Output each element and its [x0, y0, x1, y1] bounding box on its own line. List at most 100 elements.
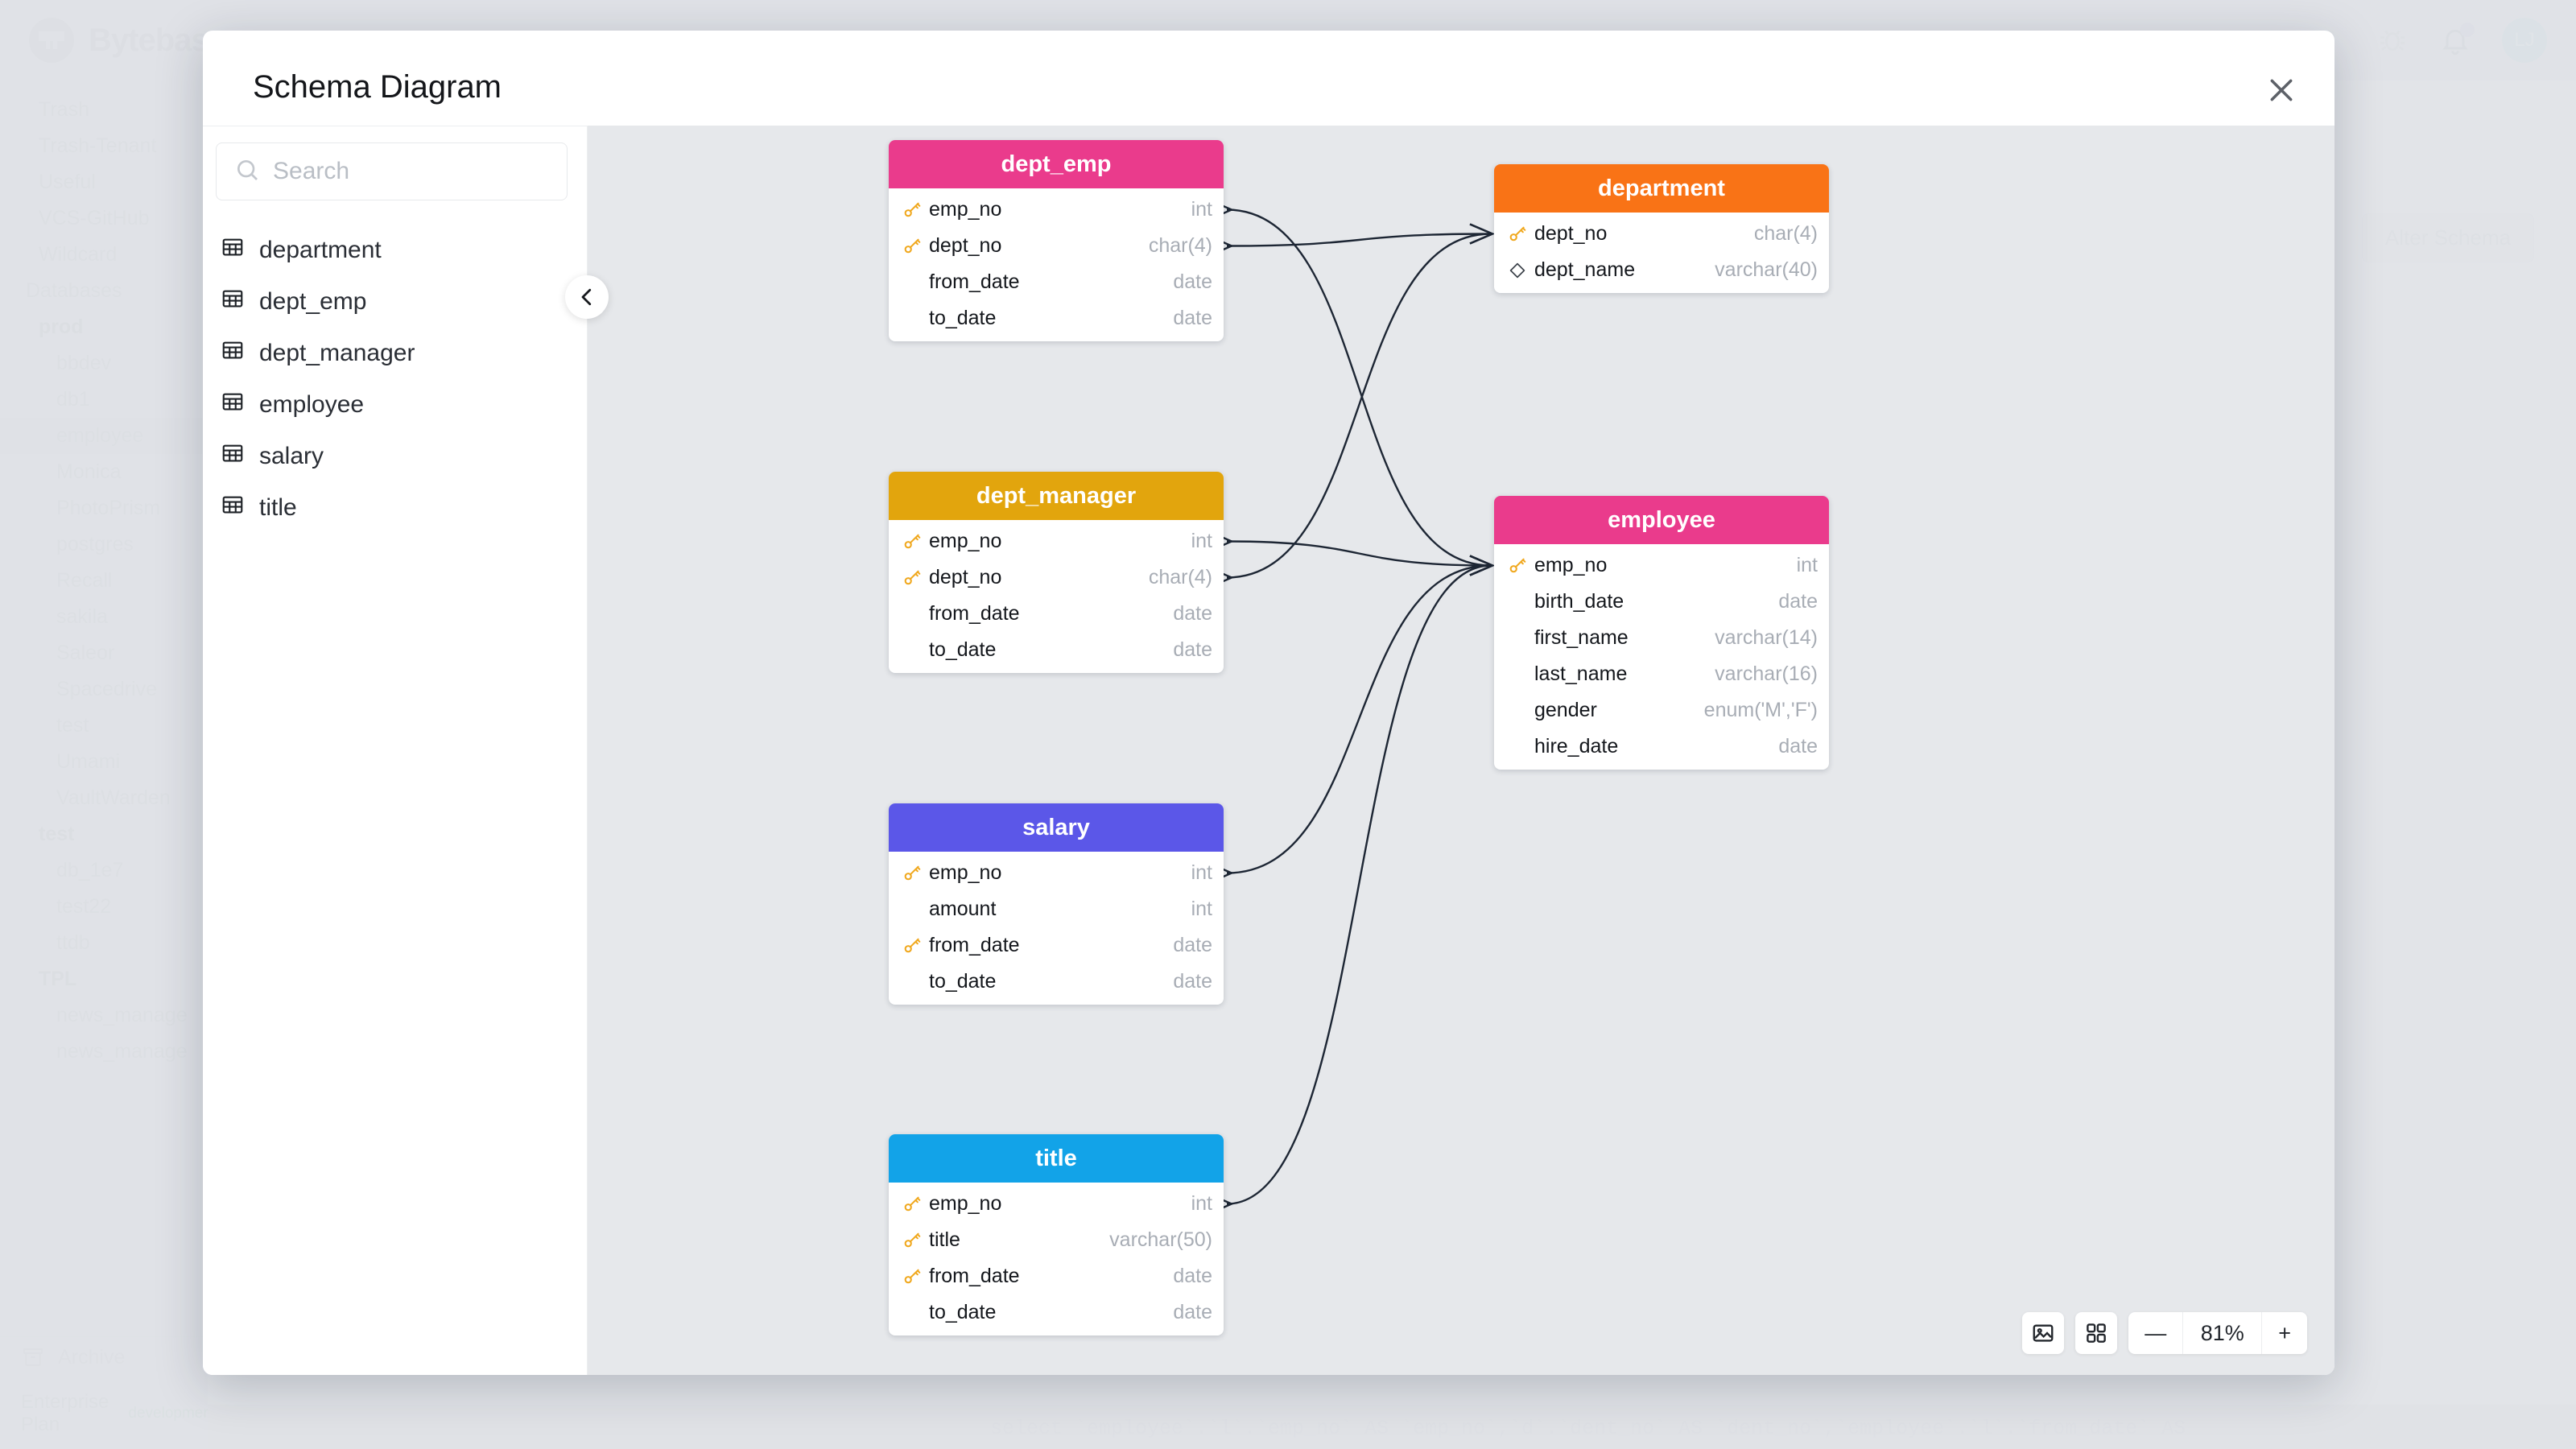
primary-key-icon [900, 1230, 924, 1251]
column-type: int [1191, 1192, 1212, 1215]
column-row[interactable]: emp_no int [889, 855, 1224, 891]
column-name: title [929, 1228, 960, 1251]
column-type: int [1796, 554, 1818, 576]
search-input[interactable] [273, 158, 549, 185]
list-item[interactable]: dept_emp [203, 276, 587, 328]
column-name: to_date [929, 1301, 997, 1323]
column-row[interactable]: title varchar(50) [889, 1222, 1224, 1258]
relationship-edge [1226, 564, 1492, 874]
table-name: dept_emp [259, 288, 367, 315]
column-name: dept_no [1534, 222, 1608, 245]
zoom-in-button[interactable]: + [2261, 1312, 2307, 1354]
column-type: int [1191, 898, 1212, 920]
column-type: char(4) [1148, 234, 1212, 257]
column-row[interactable]: dept_no char(4) [1494, 216, 1829, 252]
list-item[interactable]: employee [203, 379, 587, 431]
zoom-out-button[interactable]: — [2145, 1320, 2167, 1345]
relationship-edge [1226, 540, 1492, 567]
column-type: date [1173, 1265, 1212, 1287]
column-row[interactable]: to_date date [889, 964, 1224, 1000]
column-type: varchar(16) [1715, 663, 1818, 685]
table-name: department [259, 237, 382, 263]
primary-key-icon [1505, 555, 1530, 576]
close-icon[interactable] [2264, 72, 2299, 108]
column-name: to_date [929, 970, 997, 993]
index-key-icon [1505, 261, 1530, 280]
modal-body: departmentdept_empdept_manageremployeesa… [203, 126, 2334, 1375]
zoom-toolbar: — 81% + [2022, 1312, 2307, 1354]
primary-key-icon [900, 863, 924, 884]
column-name: from_date [929, 602, 1020, 625]
table-icon [221, 493, 245, 523]
column-row[interactable]: amount int [889, 891, 1224, 927]
column-type: varchar(50) [1109, 1228, 1212, 1251]
list-item[interactable]: salary [203, 431, 587, 482]
grid-layout-icon[interactable] [2075, 1312, 2118, 1354]
image-export-icon[interactable] [2022, 1312, 2065, 1354]
list-item[interactable]: title [203, 482, 587, 534]
column-name: dept_name [1534, 258, 1636, 281]
column-name: emp_no [929, 861, 1002, 884]
search-wrap [203, 126, 587, 205]
column-type: char(4) [1753, 222, 1818, 245]
relationship-edge [1226, 233, 1492, 579]
search-box[interactable] [216, 142, 568, 200]
column-name: birth_date [1534, 590, 1624, 613]
table-node-title: salary [1022, 814, 1090, 840]
primary-key-icon [900, 236, 924, 257]
edge-arrowhead [1469, 223, 1496, 245]
column-type: int [1191, 198, 1212, 221]
list-item[interactable]: department [203, 225, 587, 276]
column-name: gender [1534, 699, 1597, 721]
column-type: date [1173, 270, 1212, 293]
table-icon [221, 390, 245, 420]
column-type: int [1191, 861, 1212, 884]
table-icon [221, 441, 245, 472]
table-node-title: employee [1608, 506, 1715, 533]
table-name: salary [259, 443, 324, 469]
schema-diagram-modal: Schema Diagram department dept_emp dept_ma… [203, 31, 2334, 1375]
table-node-header: department [1494, 164, 1829, 213]
primary-key-icon [1505, 224, 1530, 245]
column-type: char(4) [1148, 566, 1212, 588]
table-icon [221, 235, 245, 266]
relationship-edge [1226, 208, 1492, 567]
search-icon [234, 157, 260, 187]
table-node-title: dept_manager [976, 482, 1137, 509]
column-name: amount [929, 898, 997, 920]
collapse-panel-button[interactable] [565, 275, 609, 319]
column-type: varchar(14) [1715, 626, 1818, 649]
modal-header: Schema Diagram [203, 31, 2334, 105]
list-item[interactable]: dept_manager [203, 328, 587, 379]
column-type: date [1173, 970, 1212, 993]
